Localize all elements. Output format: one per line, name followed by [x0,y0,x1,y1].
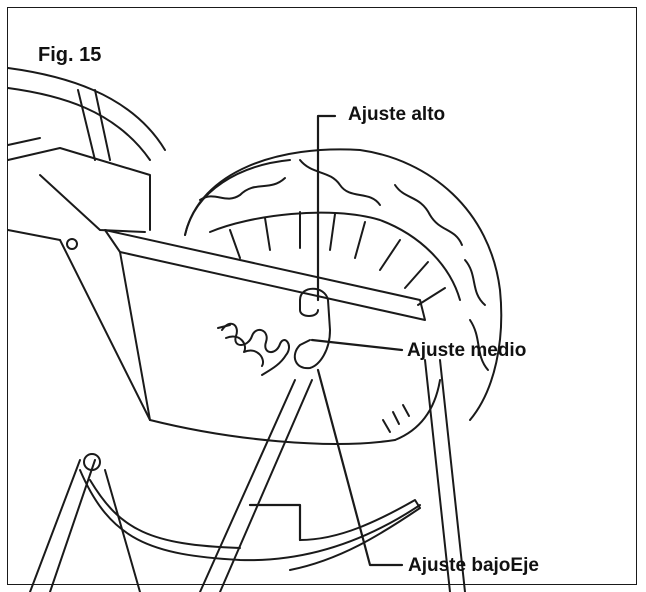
label-low-setting: Ajuste bajoEje [408,555,539,576]
leader-lines [248,114,404,567]
adjustment-slot [293,287,331,370]
figure-frame [7,7,637,585]
figure-title: Fig. 15 [38,44,102,66]
spring [217,322,290,376]
label-medium-setting: Ajuste medio [407,340,527,361]
leader-high [316,114,337,302]
leader-medium [310,338,404,352]
tire [184,148,503,421]
hopper-rim [7,67,166,233]
leader-low [316,368,404,567]
frame-rods [29,359,466,592]
tread-ticks [382,404,410,433]
label-high-setting: Ajuste alto [348,104,446,125]
side-plate [7,229,441,445]
